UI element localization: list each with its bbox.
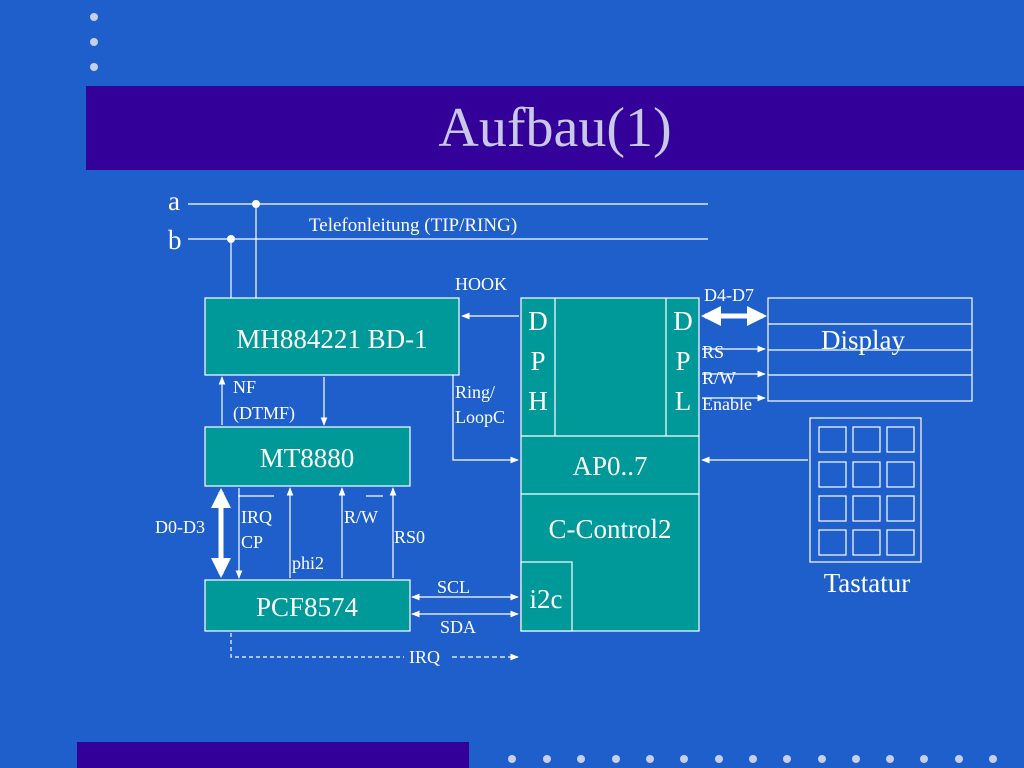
dpl-letter: L	[675, 386, 692, 416]
key	[886, 495, 915, 522]
sda-label: SDA	[440, 617, 476, 637]
junction-a	[252, 200, 260, 208]
d0d3-label: D0-D3	[155, 517, 205, 537]
d4d7-label: D4-D7	[704, 285, 754, 305]
title-band	[86, 86, 1024, 170]
key	[852, 495, 881, 522]
rw-mt-label: R/W	[344, 507, 378, 527]
block-mh884221	[204, 297, 460, 376]
key	[818, 426, 847, 453]
bottom-band	[77, 742, 469, 768]
arrow-ring	[452, 375, 519, 464]
block-pcf8574	[204, 579, 411, 632]
dph-letter: H	[528, 386, 548, 416]
keypad	[809, 417, 922, 563]
decor-dot	[543, 755, 551, 763]
decor-dot	[886, 755, 894, 763]
ap-label: AP0..7	[572, 451, 647, 481]
ccontrol-label: C-Control2	[548, 514, 671, 544]
decor-dot	[612, 755, 620, 763]
key	[818, 461, 847, 488]
ring-label: Ring/	[455, 382, 495, 402]
decor-dot	[955, 755, 963, 763]
keypad-label: Tastatur	[824, 568, 911, 598]
i2c-label: i2c	[530, 584, 563, 614]
rs-label: RS	[702, 342, 724, 362]
decor-dot	[680, 755, 688, 763]
decor-dot	[818, 755, 826, 763]
decor-dot	[508, 755, 516, 763]
decor-dot	[989, 755, 997, 763]
decor-dot	[90, 63, 98, 71]
decor-dot	[749, 755, 757, 763]
dph-letter: D	[528, 306, 548, 336]
decor-dot	[852, 755, 860, 763]
keypad-frame	[809, 417, 922, 563]
decor-dot	[90, 38, 98, 46]
loopc-label: LoopC	[455, 407, 505, 427]
key	[852, 426, 881, 453]
dpl-letter: P	[675, 346, 690, 376]
block-i2c	[520, 561, 573, 632]
label-b: b	[168, 225, 182, 255]
irq-bus-left	[230, 633, 404, 658]
key	[852, 461, 881, 488]
dpl-letter: D	[673, 306, 693, 336]
display-label: Display	[821, 325, 905, 355]
key	[886, 529, 915, 556]
key	[886, 461, 915, 488]
irq-bus-label: IRQ	[409, 647, 440, 667]
block-mt8880	[204, 426, 411, 487]
decor-dot	[783, 755, 791, 763]
rs0-label: RS0	[394, 527, 425, 547]
key	[818, 495, 847, 522]
decor-dot	[90, 13, 98, 21]
key	[886, 426, 915, 453]
mt-label: MT8880	[260, 443, 355, 473]
decor-dot	[920, 755, 928, 763]
nf-label: NF	[233, 377, 256, 397]
decor-dot	[577, 755, 585, 763]
irq-mt-label: IRQ	[241, 507, 272, 527]
dph-letter: P	[530, 346, 545, 376]
pcf-label: PCF8574	[256, 592, 359, 622]
scl-label: SCL	[437, 577, 470, 597]
rw-display-label: R/W	[702, 368, 736, 388]
label-a: a	[168, 186, 180, 216]
phi2-label: phi2	[292, 553, 324, 573]
slide-title: Aufbau(1)	[438, 97, 672, 159]
mh-label: MH884221 BD-1	[236, 324, 427, 354]
hook-label: HOOK	[455, 274, 507, 294]
enable-label: Enable	[702, 394, 752, 414]
cp-label: CP	[241, 532, 263, 552]
decor-dot	[715, 755, 723, 763]
key	[852, 529, 881, 556]
junction-b	[227, 235, 235, 243]
label-telephone-line: Telefonleitung (TIP/RING)	[309, 215, 517, 236]
key	[818, 529, 847, 556]
dtmf-label: (DTMF)	[233, 403, 295, 424]
decor-dot	[646, 755, 654, 763]
